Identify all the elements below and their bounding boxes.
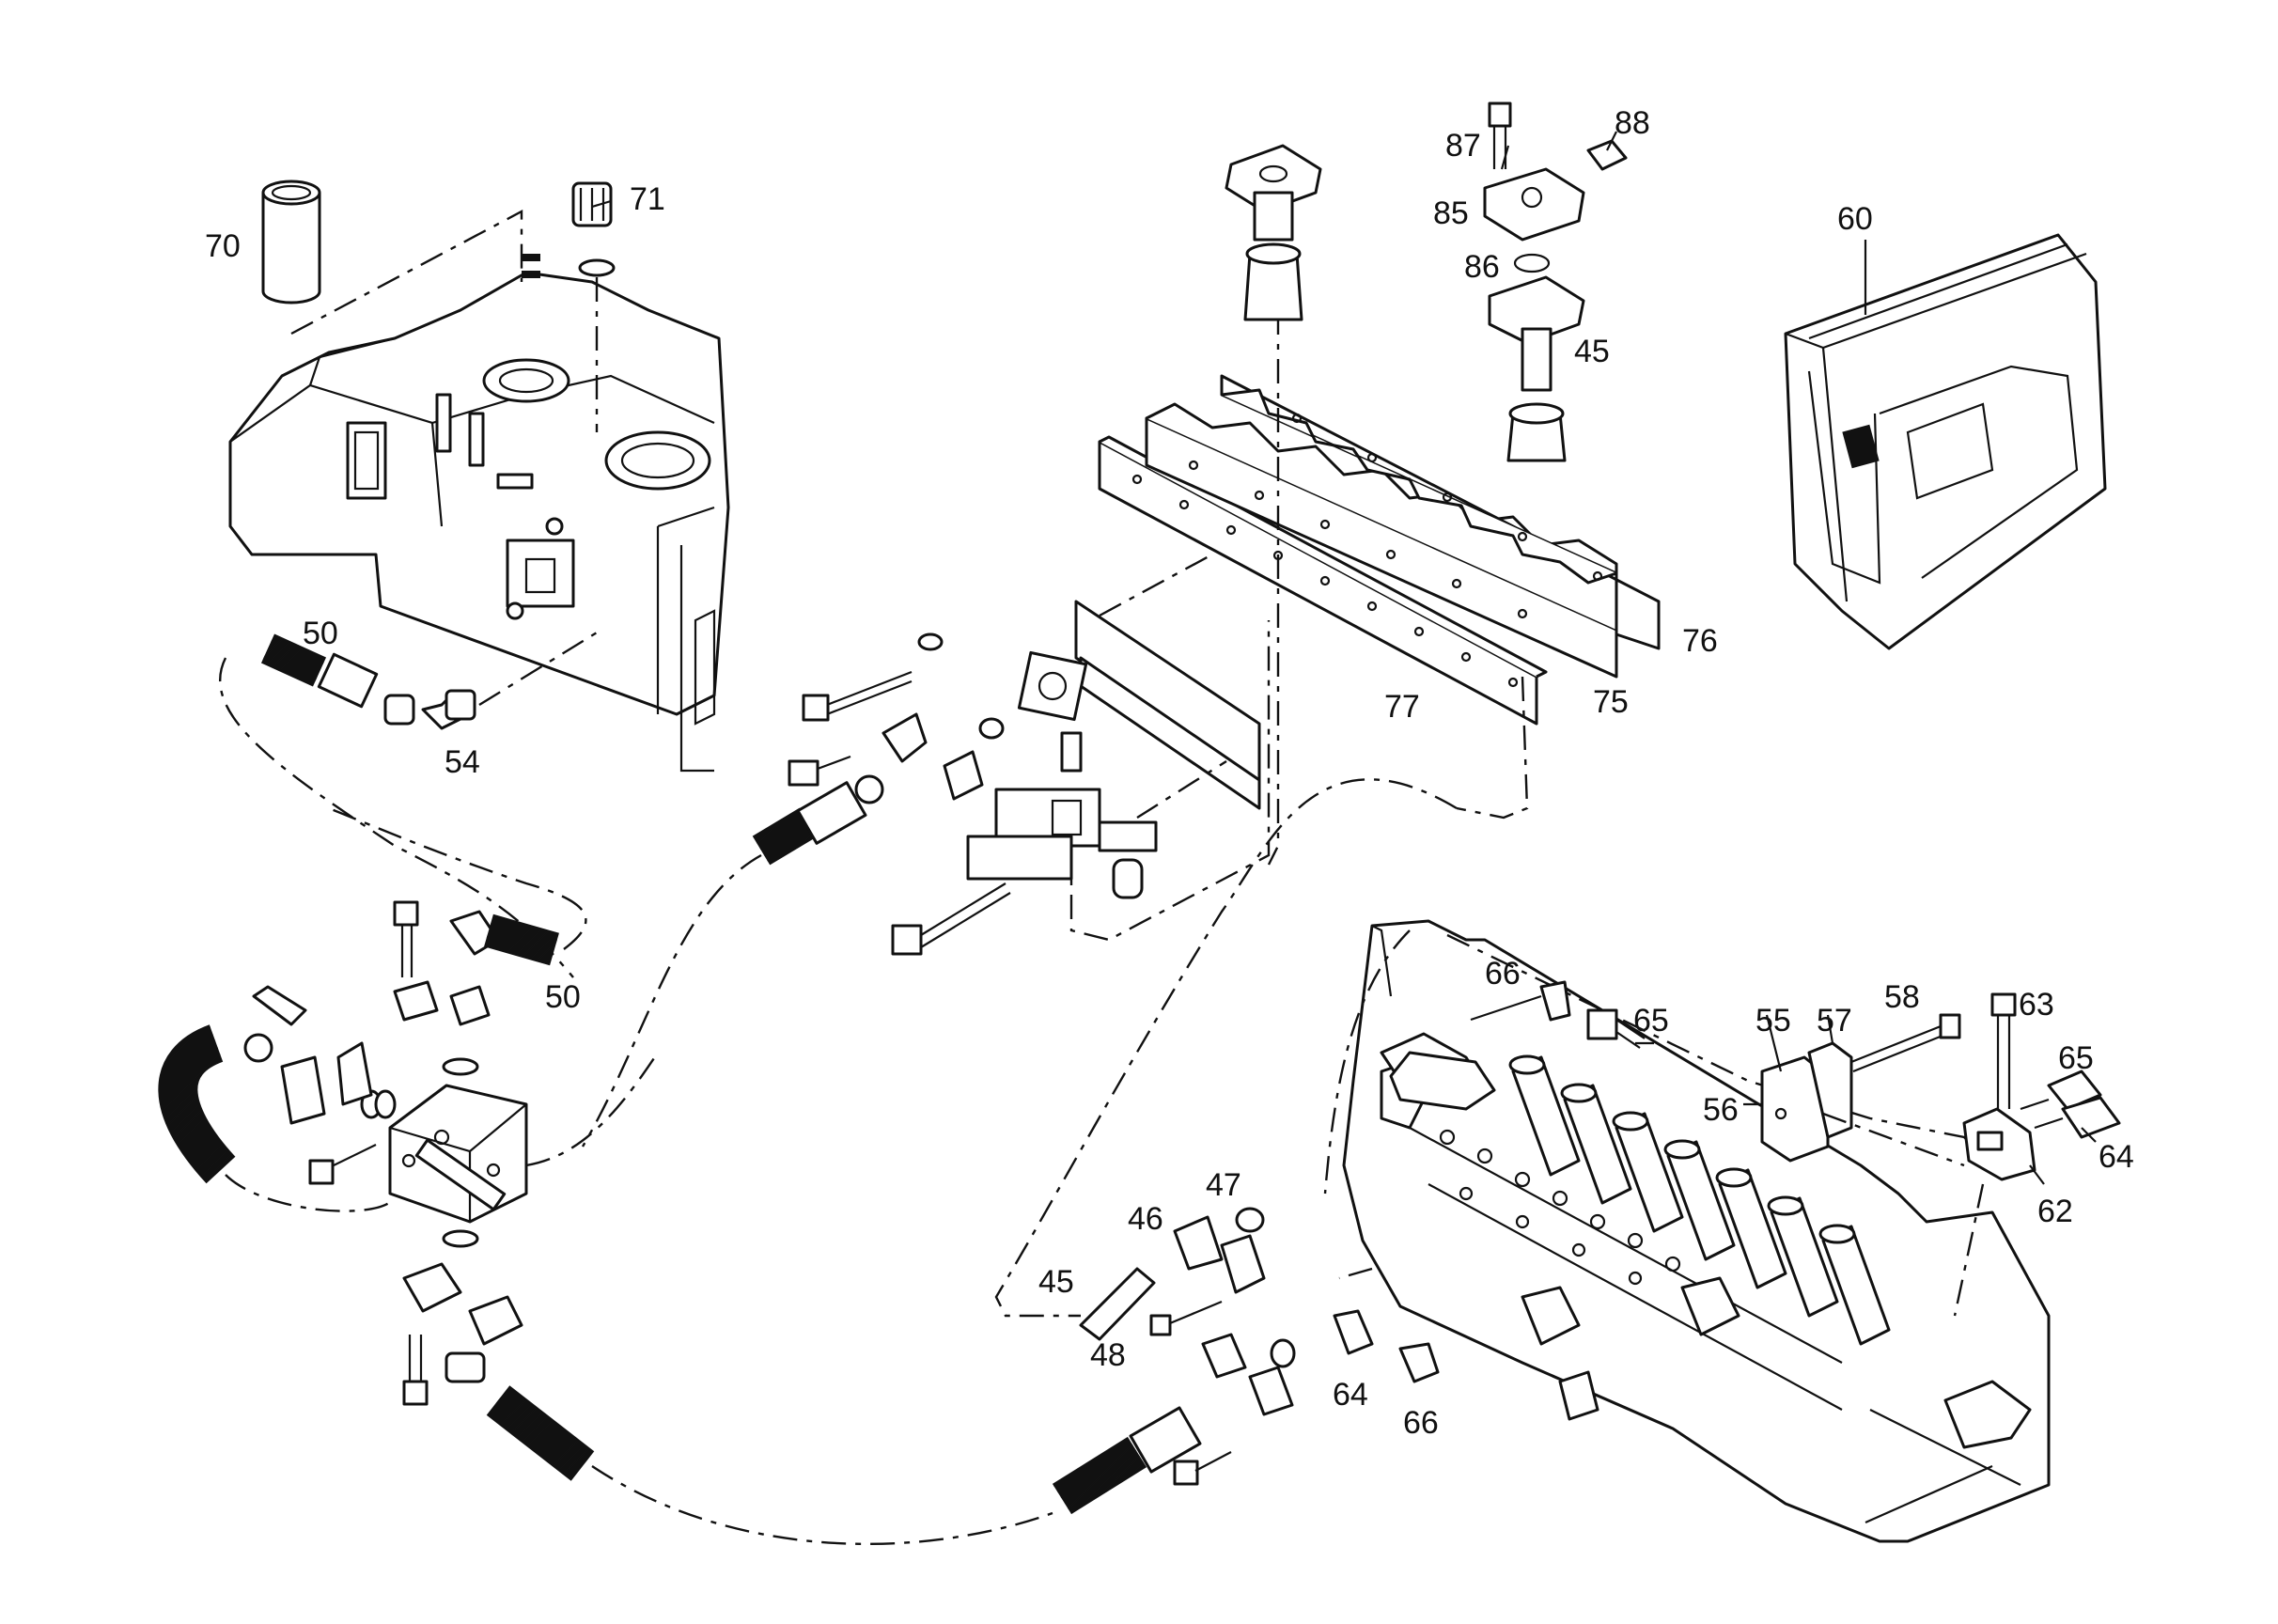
callout-57: 57 [1817,1003,1852,1038]
callout-55: 55 [1755,1003,1791,1038]
hose-route-3 [994,778,1458,1318]
callout-85: 85 [1433,195,1469,231]
callout-45-lower: 45 [1038,1264,1074,1300]
callout-54: 54 [445,744,480,780]
part-50-hose-upper [260,633,476,730]
callout-50-upper: 50 [303,616,338,651]
parts-45-46-47-48-fittings [1052,1207,1296,1515]
control-valve-bank [1342,919,2051,1543]
callout-48: 48 [1090,1337,1126,1373]
part-70-filter-sleeve [261,180,321,304]
callout-labels: 70 71 50 54 50 87 88 85 86 45 60 76 77 7… [205,105,2134,1441]
part-88-plug [1586,139,1628,171]
part-58-bolt [1850,1013,1961,1073]
solenoid-coils [1508,1054,1891,1346]
leader-bracket-right [1136,759,1227,820]
callout-45-upper: 45 [1574,334,1610,369]
long-bolt-upper [802,632,944,722]
parts-85-86-45-flange-stack [1483,167,1585,462]
callout-63: 63 [2019,987,2054,1023]
hose-route-6 [525,1052,659,1167]
bracket-return-line [1069,620,1271,942]
callout-58: 58 [1884,979,1920,1015]
callout-86: 86 [1464,249,1500,285]
callout-46: 46 [1128,1201,1163,1237]
callout-60: 60 [1837,201,1873,237]
hose-route-5 [225,1174,396,1212]
left-hose-loop [158,985,307,1184]
part-77-rail-front [1098,435,1548,726]
hose-route-7 [591,1465,1053,1545]
rail-leader-right [1456,676,1529,820]
callout-64-bottom: 64 [1333,1377,1368,1413]
part-75-saddle-block [1145,402,1618,679]
callout-87: 87 [1445,128,1481,164]
callout-56: 56 [1703,1092,1739,1128]
left-clamp-halves [280,1041,397,1185]
left-manifold-block [360,1057,528,1248]
valve-leader-47 [1338,1267,1373,1280]
hose-route-2 [581,853,762,1148]
part-87-screw [1488,102,1512,169]
hose-route-4 [328,806,587,950]
callout-66-bottom: 66 [1403,1405,1439,1441]
callout-leaders [591,131,2097,1185]
callout-65-right: 65 [2058,1040,2094,1076]
callout-77: 77 [1384,689,1420,725]
part-71-filler-cap [571,181,616,432]
parts-64-65-hose-nipples [2020,1070,2121,1139]
valve-leader-top [1446,933,1993,1166]
long-bolt-lower [891,882,1011,956]
marker-square-a [522,254,540,261]
callout-50-lower: 50 [545,979,581,1015]
valve-mount-bracket [966,600,1261,899]
callout-65-top: 65 [1633,1003,1669,1038]
callout-76: 76 [1682,623,1718,659]
flange-clamp-center [788,712,1005,801]
callout-75: 75 [1593,684,1629,720]
part-62-clamp [1962,1107,2036,1181]
upper-flange-left [1225,144,1322,321]
callout-71: 71 [630,181,665,217]
part-50-hose-lower [393,900,559,1026]
hose-fitting-center [752,774,884,866]
callout-70: 70 [205,228,241,264]
leader-bracket-top [1099,553,1213,617]
part-76-rail-rear [1220,374,1661,650]
clamp-leader [1953,1183,1985,1317]
parts-65-66-fittings-top [1539,980,1646,1049]
callout-47: 47 [1206,1167,1241,1203]
parts-64-66-fittings-bottom [1333,1309,1440,1383]
callout-64-right: 64 [2099,1139,2134,1175]
bottom-left-fittings [402,1262,595,1481]
callout-66-top: 66 [1485,956,1521,992]
leader-54 [478,628,602,707]
part-63-bolt [1990,992,2017,1109]
callout-62: 62 [2037,1194,2073,1229]
part-60-cab [1784,233,2107,650]
marker-square-b [522,271,540,278]
callout-88: 88 [1615,105,1650,141]
tank-housing [228,271,730,773]
rail-leader-left [1267,310,1280,866]
parts-55-56-57-block [1760,1041,1853,1163]
